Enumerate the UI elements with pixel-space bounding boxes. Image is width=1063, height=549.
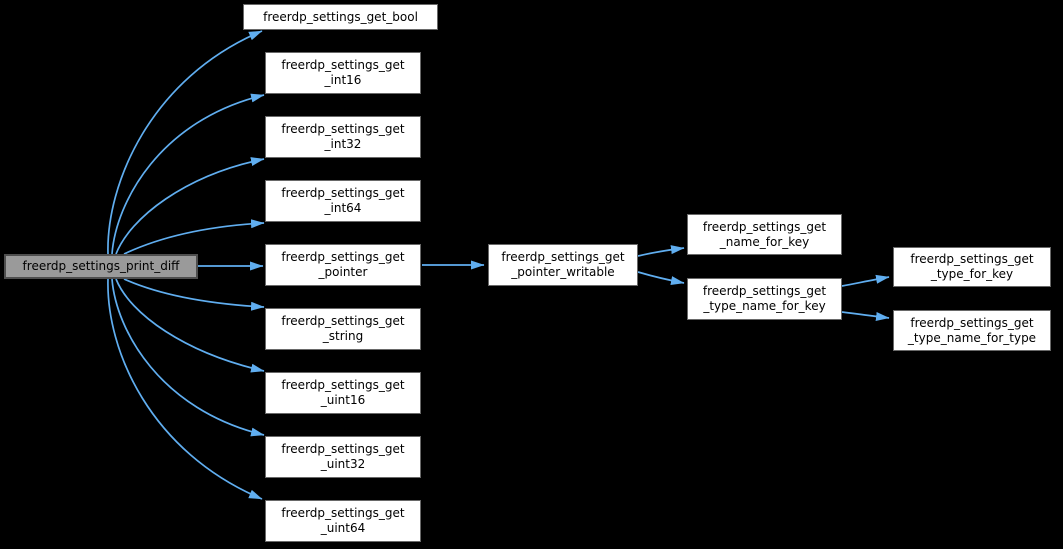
node-label: _pointer_writable	[511, 265, 615, 279]
node-label: _uint32	[320, 457, 366, 471]
node-label: freerdp_settings_get	[281, 378, 405, 392]
node-label: _type_name_for_key	[703, 299, 826, 313]
node-label: freerdp_settings_get	[702, 219, 827, 234]
node-freerdp-settings-get-type-name-for-key[interactable]: freerdp_settings_get _type_name_for_key	[687, 278, 842, 320]
node-label: freerdp_settings_print_diff	[22, 259, 180, 273]
node-label: freerdp_settings_get	[281, 314, 405, 328]
node-label: _name_for_key	[719, 234, 810, 249]
node-label: freerdp_settings_get	[910, 252, 1034, 266]
edge-print-diff-to-get-uint16	[115, 278, 265, 373]
node-freerdp-settings-get-string[interactable]: freerdp_settings_get _string	[265, 308, 421, 350]
node-label: _uint16	[320, 393, 366, 407]
edge-print-diff-to-get-int16	[111, 93, 265, 255]
edge-print-diff-to-get-int32	[115, 157, 265, 255]
node-label: _type_for_key	[930, 267, 1014, 281]
node-freerdp-settings-get-pointer-writable[interactable]: freerdp_settings_get _pointer_writable	[488, 244, 638, 286]
node-label: freerdp_settings_get	[281, 250, 405, 264]
node-label: freerdp_settings_get	[281, 506, 405, 520]
node-label: freerdp_settings_get	[910, 315, 1034, 330]
node-freerdp-settings-get-bool[interactable]: freerdp_settings_get_bool	[243, 4, 438, 30]
node-label: freerdp_settings_get	[281, 442, 405, 456]
node-freerdp-settings-get-type-for-key[interactable]: freerdp_settings_get _type_for_key	[893, 247, 1051, 287]
edge-type-name-for-key-to-type-name-for-type	[841, 311, 890, 321]
node-freerdp-settings-get-name-for-key[interactable]: freerdp_settings_get _name_for_key	[687, 214, 842, 255]
node-label: freerdp_settings_get_bool	[263, 9, 418, 24]
edge-print-diff-to-get-uint32	[111, 278, 265, 437]
node-label: _pointer	[318, 265, 368, 279]
edge-print-diff-to-get-string	[123, 278, 265, 311]
node-label: _int32	[324, 137, 362, 151]
node-freerdp-settings-print-diff: freerdp_settings_print_diff	[4, 254, 198, 279]
node-freerdp-settings-get-int32[interactable]: freerdp_settings_get _int32	[265, 116, 421, 158]
edge-type-name-for-key-to-type-for-key	[841, 274, 890, 287]
node-label: freerdp_settings_get	[281, 186, 405, 200]
node-freerdp-settings-get-uint16[interactable]: freerdp_settings_get _uint16	[265, 372, 421, 414]
node-label: _int16	[324, 73, 362, 87]
node-freerdp-settings-get-uint64[interactable]: freerdp_settings_get _uint64	[265, 500, 421, 542]
node-label: freerdp_settings_get	[281, 122, 405, 136]
edge-pointer-writable-to-type-name-for-key	[637, 271, 685, 286]
node-freerdp-settings-get-int16[interactable]: freerdp_settings_get _int16	[265, 52, 421, 94]
node-label: freerdp_settings_get	[702, 284, 827, 298]
edge-print-diff-to-get-uint64	[107, 278, 263, 500]
node-freerdp-settings-get-type-name-for-type[interactable]: freerdp_settings_get _type_name_for_type	[893, 310, 1051, 351]
node-label: freerdp_settings_get	[501, 250, 625, 264]
node-label: _string	[322, 329, 364, 343]
node-label: freerdp_settings_get	[281, 58, 405, 72]
node-label: _uint64	[320, 521, 366, 535]
node-freerdp-settings-get-int64[interactable]: freerdp_settings_get _int64	[265, 180, 421, 222]
node-label: _type_name_for_type	[907, 330, 1037, 345]
node-label: _int64	[324, 201, 362, 215]
node-freerdp-settings-get-pointer[interactable]: freerdp_settings_get _pointer	[265, 244, 421, 286]
edge-pointer-writable-to-name-for-key	[637, 245, 685, 257]
edge-print-diff-to-get-bool	[107, 30, 263, 255]
node-freerdp-settings-get-uint32[interactable]: freerdp_settings_get _uint32	[265, 436, 421, 478]
edge-print-diff-to-get-int64	[123, 219, 265, 255]
